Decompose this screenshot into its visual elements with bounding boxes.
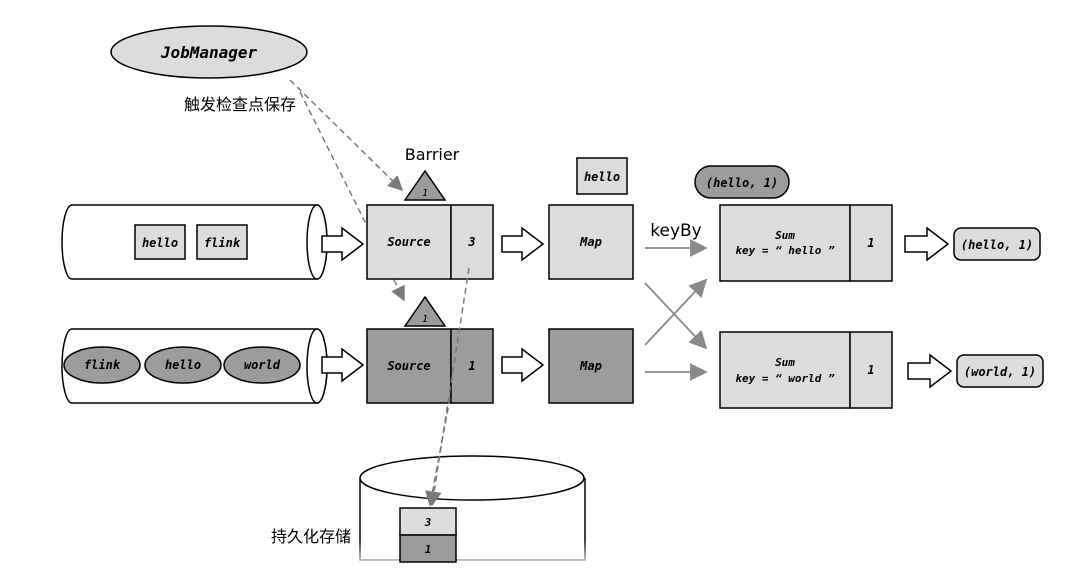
sum-top-count: 1 [867,236,874,250]
sum-bottom-count: 1 [867,363,874,377]
svg-text:1: 1 [422,188,428,199]
svg-text:flink: flink [84,358,121,372]
output-record-top: (hello, 1) [953,227,1041,261]
svg-text:flink: flink [204,236,241,250]
trigger-dash-top [289,79,404,192]
svg-text:hello: hello [165,358,201,372]
sum-top-label: Sum [775,229,795,242]
svg-text:hello: hello [142,236,178,250]
svg-text:1: 1 [425,543,432,556]
stream-record-top-2: flink [196,224,248,260]
stream-record-bottom-3: world [223,346,301,384]
source-operator-bottom: Source 1 [366,328,494,404]
map-operator-top: Map [548,204,634,280]
svg-text:Map: Map [579,235,602,249]
sum-bottom-label: Sum [775,356,795,369]
svg-text:(world, 1): (world, 1) [964,365,1036,379]
input-stream-top [61,204,328,280]
flow-arrow-sum-output-bottom [907,353,953,389]
keyby-label: keyBy [650,221,701,241]
source-bottom-offset: 1 [468,359,475,373]
trigger-checkpoint-label: 触发检查点保存 [184,95,296,114]
job-manager-node: JobManager [110,25,308,79]
stream-record-top-1: hello [134,224,186,260]
job-manager-label: JobManager [160,43,258,62]
output-record-bottom: (world, 1) [956,354,1044,388]
stream-record-bottom-1: flink [63,346,141,384]
sum-operator-bottom: Sum key = “ world ” 1 [719,331,893,409]
snapshot-dash-bottom [425,397,451,507]
barrier-marker-bottom: 1 [403,295,447,327]
flow-arrow-source-map-bottom [501,347,545,383]
flow-arrow-sum-output-top [904,226,950,262]
source-bottom-label: Source [387,359,430,373]
svg-text:(hello, 1): (hello, 1) [706,176,778,190]
map-operator-bottom: Map [548,328,634,404]
stream-record-bottom-2: hello [144,346,222,384]
svg-text:world: world [244,358,281,372]
svg-text:3: 3 [424,516,432,529]
storage-entry-1: 3 [399,507,457,536]
persistent-storage-label: 持久化存储 [271,527,351,546]
barrier-marker-top: 1 [403,169,447,201]
source-top-label: Source [387,235,430,249]
sum-bottom-key: key = “ world ” [735,372,835,385]
source-operator-top: Source 3 [366,204,494,280]
flow-arrow-source-map-top [501,226,545,262]
sum-pending-record: (hello, 1) [694,165,790,199]
map-pending-record: hello [576,157,628,195]
keyby-arrow-bottom-cross [644,278,708,346]
svg-text:Map: Map [579,359,602,373]
flow-arrow-stream-source-bottom [321,347,365,383]
source-top-offset: 3 [467,235,475,249]
barrier-label: Barrier [405,145,460,164]
svg-text:(hello, 1): (hello, 1) [961,238,1033,252]
sum-operator-top: Sum key = “ hello ” 1 [719,204,893,282]
flow-arrow-stream-source-top [321,226,365,262]
sum-top-key: key = “ hello ” [735,244,835,257]
persistent-storage-disk [355,455,590,570]
svg-text:1: 1 [422,314,428,325]
keyby-arrow-top-cross [644,282,708,350]
storage-entry-2: 1 [399,534,457,563]
svg-text:hello: hello [584,170,620,184]
